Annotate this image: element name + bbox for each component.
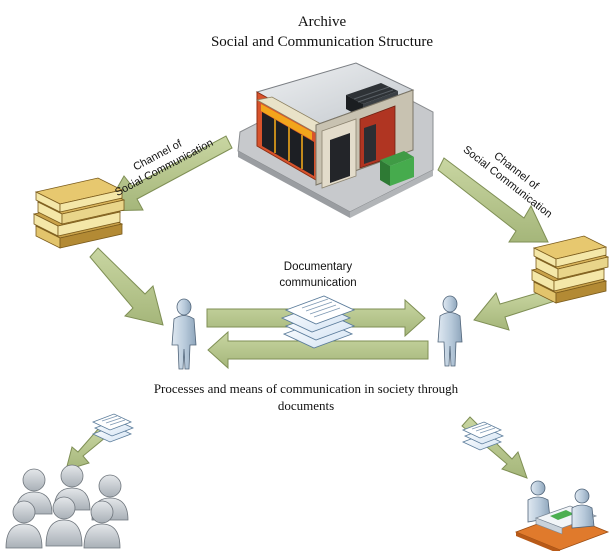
- diagram-title-line1: Archive: [298, 14, 347, 30]
- arrow-right-books-to-person: [473, 289, 556, 331]
- person-icon: [437, 295, 463, 367]
- documentary-label-line2: communication: [279, 277, 356, 289]
- book-stack-icon: [32, 177, 126, 249]
- document-stack-icon: [461, 421, 505, 451]
- arrow-docs-to-meeting: [461, 416, 528, 479]
- processes-caption-line2: documents: [278, 398, 334, 413]
- document-stack-icon: [91, 413, 135, 443]
- arrow-right-person-to-left-person: [207, 330, 429, 370]
- book-stack-icon: [530, 235, 610, 304]
- channel-label-right: Channel of Social Communication: [461, 144, 555, 221]
- documentary-label-line1: Documentary: [284, 261, 353, 273]
- arrow-left-books-to-person: [89, 247, 164, 326]
- arrow-archive-to-right-books: [437, 157, 549, 243]
- processes-caption-line1: Processes and means of communication in …: [154, 381, 459, 396]
- person-icon: [171, 298, 197, 370]
- diagram-title-line2: Social and Communication Structure: [211, 34, 433, 50]
- document-stack-icon: [280, 295, 356, 349]
- office-meeting-icon: [514, 480, 610, 551]
- people-group-icon: [5, 464, 129, 549]
- archive-building-icon: [237, 62, 434, 218]
